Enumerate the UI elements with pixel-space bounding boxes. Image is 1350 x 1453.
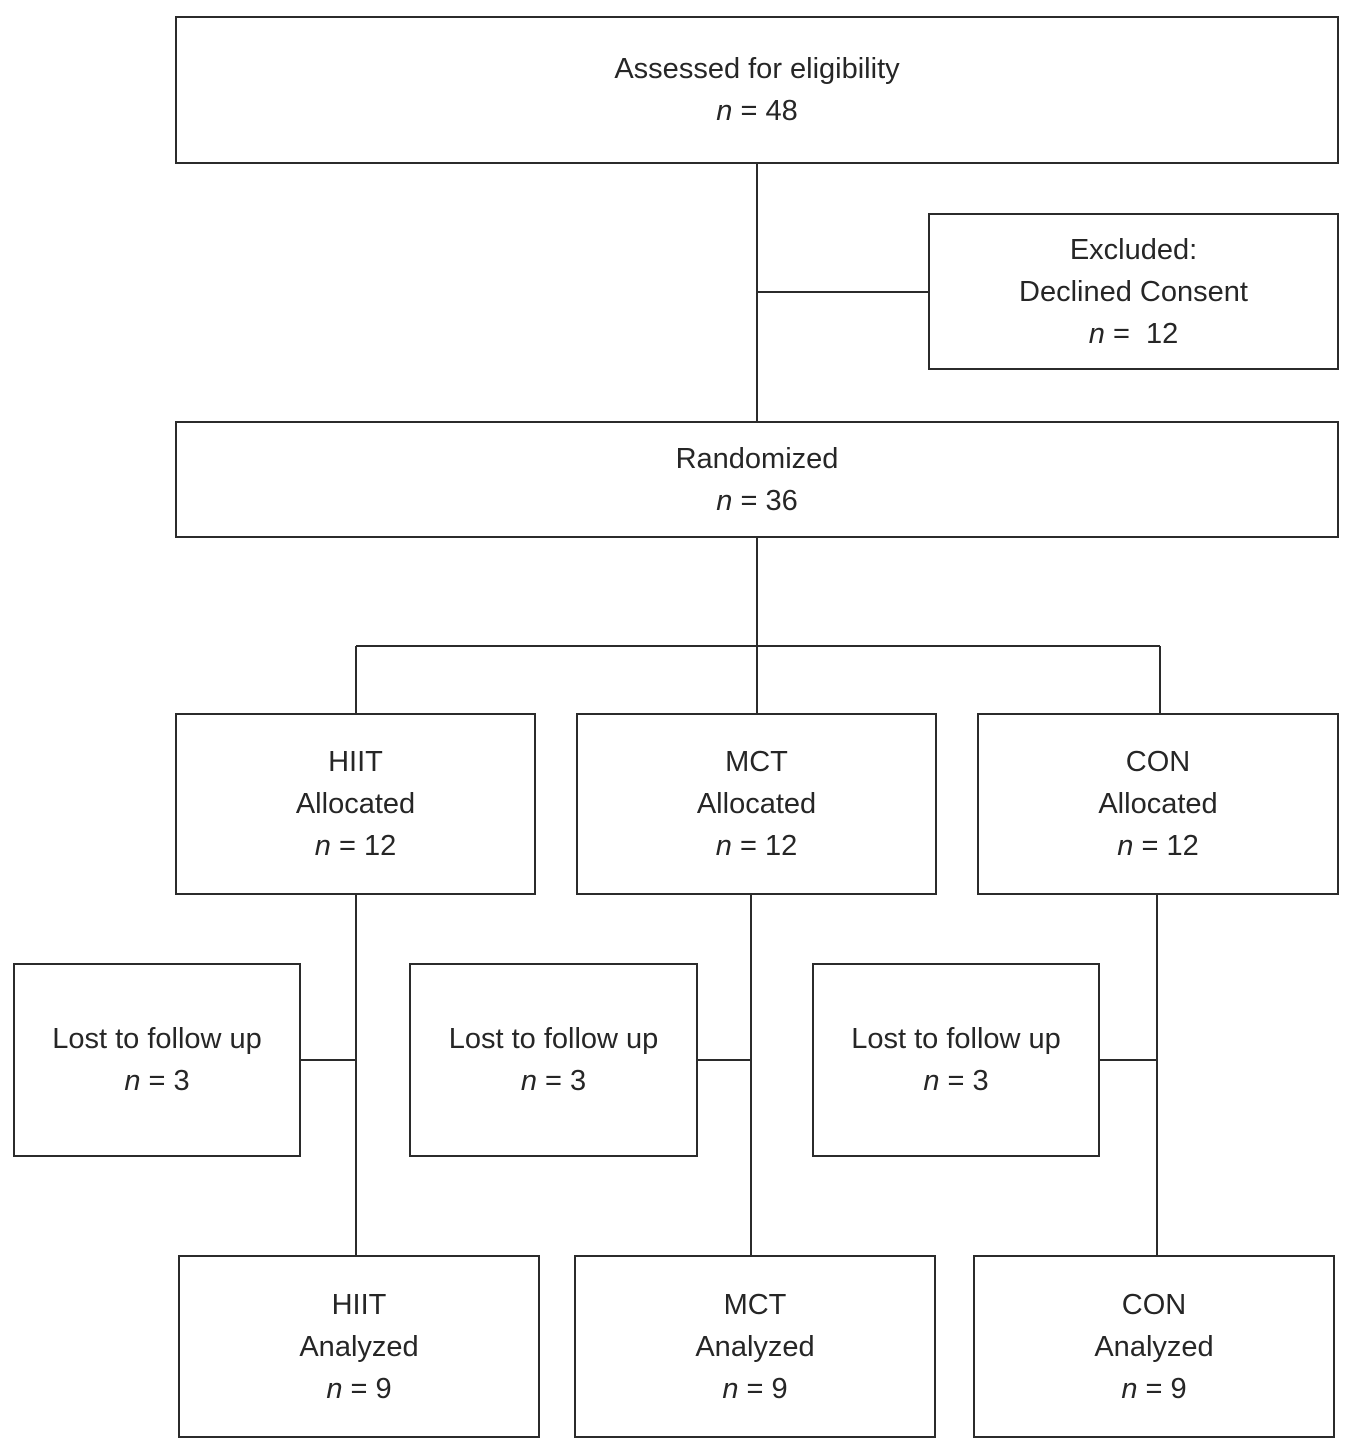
- allocation-box-mct: MCT Allocated n = 12: [576, 713, 937, 895]
- allocation-count: n = 12: [715, 830, 798, 862]
- followup-label: Lost to follow up: [851, 1023, 1061, 1055]
- randomized-label: Randomized: [675, 442, 839, 475]
- analysis-count: n = 9: [1121, 1372, 1187, 1405]
- allocation-group: HIIT: [328, 746, 383, 778]
- followup-label: Lost to follow up: [52, 1023, 262, 1055]
- analysis-box-mct: MCT Analyzed n = 9: [574, 1255, 936, 1438]
- followup-count: n = 3: [923, 1065, 989, 1097]
- allocation-box-con: CON Allocated n = 12: [977, 713, 1339, 895]
- excluded-count: n = 12: [1088, 317, 1179, 350]
- analysis-group: MCT: [723, 1288, 787, 1321]
- analysis-box-hiit: HIIT Analyzed n = 9: [178, 1255, 540, 1438]
- allocation-status: Allocated: [696, 788, 817, 820]
- followup-count: n = 3: [520, 1065, 587, 1097]
- allocation-box-hiit: HIIT Allocated n = 12: [175, 713, 536, 895]
- followup-box-mct: Lost to follow up n = 3: [409, 963, 698, 1157]
- eligibility-count: n = 48: [716, 95, 798, 127]
- excluded-reason: Declined Consent: [1019, 275, 1248, 308]
- analysis-status: Analyzed: [695, 1330, 815, 1363]
- allocation-status: Allocated: [1098, 788, 1218, 820]
- analysis-count: n = 9: [326, 1372, 392, 1405]
- excluded-label: Excluded:: [1069, 233, 1198, 266]
- allocation-status: Allocated: [295, 788, 416, 820]
- followup-box-hiit: Lost to follow up n = 3: [13, 963, 301, 1157]
- analysis-group: HIIT: [331, 1288, 387, 1321]
- randomized-box: Randomized n = 36: [175, 421, 1339, 538]
- analysis-group: CON: [1121, 1288, 1187, 1321]
- allocation-group: MCT: [725, 746, 788, 778]
- allocation-count: n = 12: [1117, 830, 1199, 862]
- allocation-count: n = 12: [314, 830, 397, 862]
- followup-count: n = 3: [124, 1065, 190, 1097]
- analysis-count: n = 9: [722, 1372, 788, 1405]
- randomized-count: n = 36: [716, 484, 798, 517]
- analysis-box-con: CON Analyzed n = 9: [973, 1255, 1335, 1438]
- eligibility-label: Assessed for eligibility: [614, 53, 900, 85]
- analysis-status: Analyzed: [299, 1330, 419, 1363]
- excluded-box: Excluded: Declined Consent n = 12: [928, 213, 1339, 370]
- followup-box-con: Lost to follow up n = 3: [812, 963, 1100, 1157]
- allocation-group: CON: [1125, 746, 1191, 778]
- eligibility-box: Assessed for eligibility n = 48: [175, 16, 1339, 164]
- analysis-status: Analyzed: [1094, 1330, 1214, 1363]
- followup-label: Lost to follow up: [448, 1023, 659, 1055]
